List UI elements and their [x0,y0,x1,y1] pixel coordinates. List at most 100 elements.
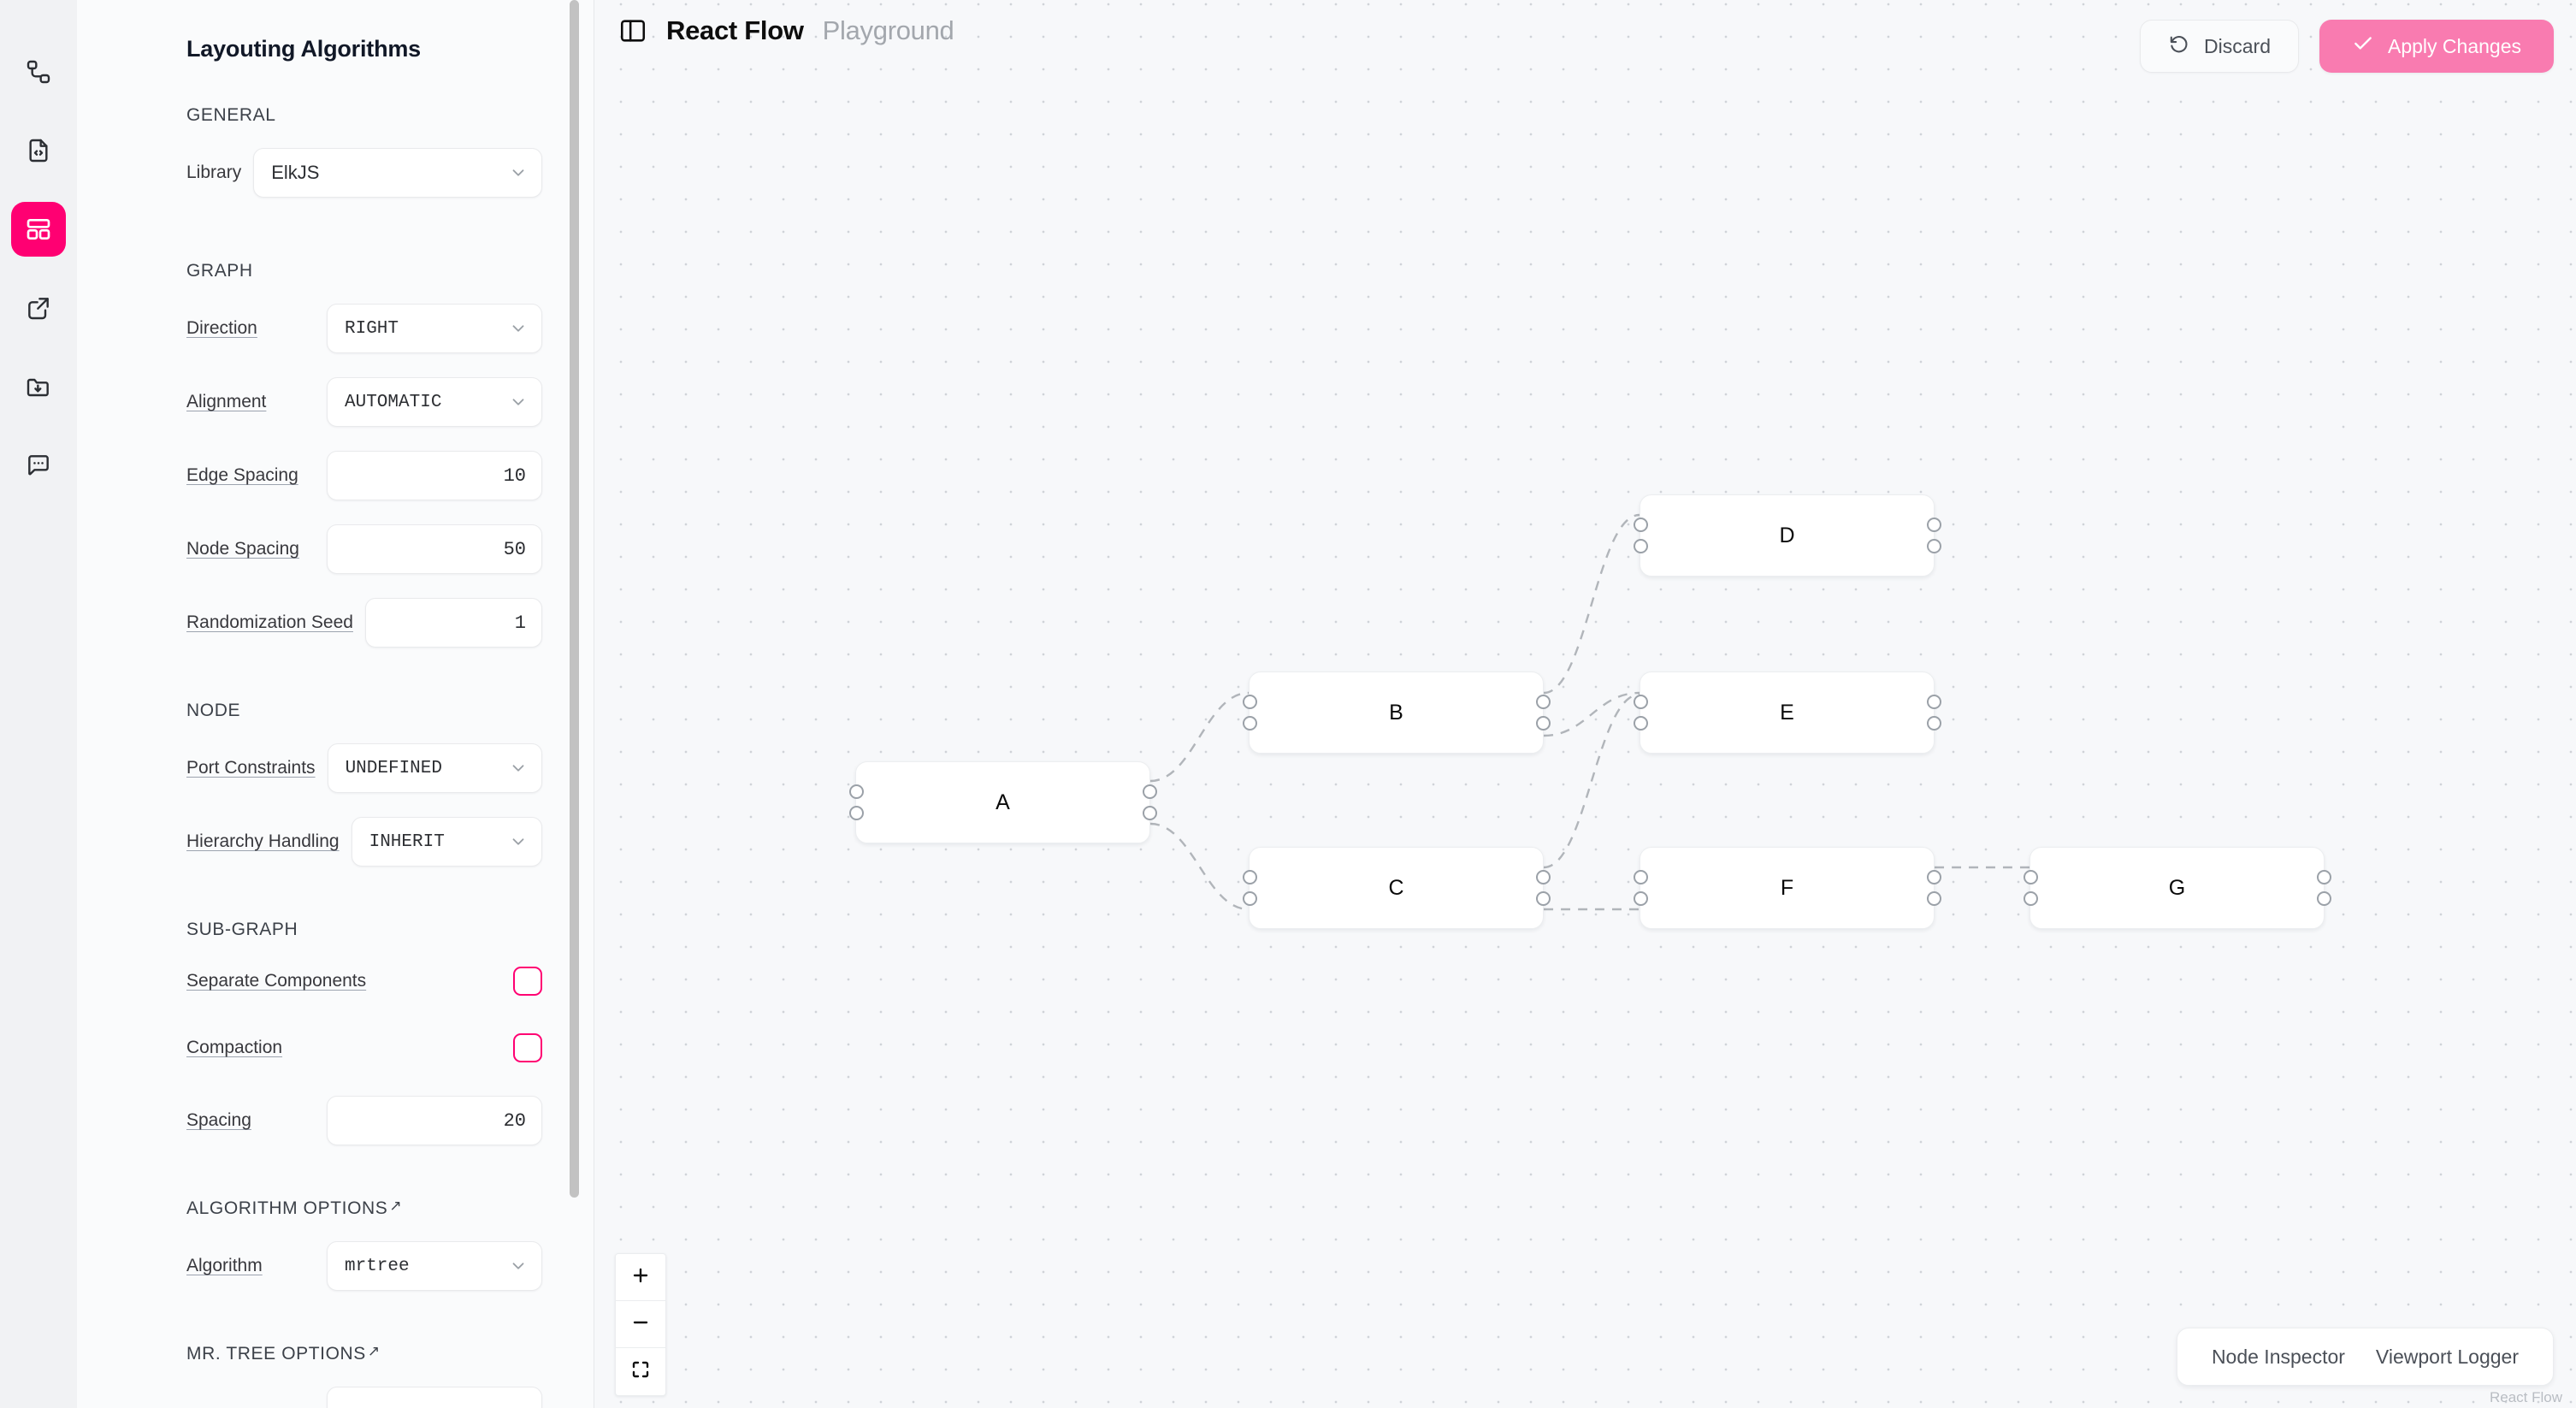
page-title: Layouting Algorithms [186,36,421,62]
handle-source-bottom[interactable] [1926,716,1941,731]
section-general: GENERAL [186,105,276,125]
separate-components-checkbox[interactable] [513,967,542,996]
section-algorithm-options[interactable]: ALGORITHM OPTIONS↗ [186,1198,542,1219]
handle-target-top[interactable] [1242,870,1257,884]
handle-source-top[interactable] [1926,695,1941,709]
field-library: Library ElkJS [186,148,542,198]
discard-label: Discard [2204,34,2271,57]
canvas-header-actions: Discard Apply Changes [2140,20,2554,73]
field-spacing: Spacing 20 [186,1096,542,1145]
devtools-panel: Node Inspector Viewport Logger [2176,1328,2554,1386]
minus-icon [630,1312,651,1337]
rail-item-code[interactable] [11,123,66,178]
zoom-in-button[interactable] [616,1254,665,1301]
field-library-label: Library [186,163,242,182]
handle-source-top[interactable] [1535,695,1551,709]
apply-changes-button[interactable]: Apply Changes [2319,20,2554,73]
random-seed-input[interactable]: 1 [364,598,542,648]
mr-tree-first-input[interactable] [327,1387,542,1408]
handle-target-bottom[interactable] [2023,891,2038,906]
edge-a-b [1149,691,1250,783]
spacing-input[interactable]: 20 [327,1096,542,1145]
graph-node-b[interactable]: B [1242,671,1551,754]
direction-select[interactable]: RIGHT [327,304,542,353]
handle-source-top[interactable] [1926,518,1941,532]
alignment-value: AUTOMATIC [345,392,442,412]
handle-target-top[interactable] [848,784,864,799]
handle-source-bottom[interactable] [1535,716,1551,731]
node-inspector-toggle[interactable]: Node Inspector [2211,1345,2345,1368]
edge-a-c [1149,822,1250,911]
handle-target-bottom[interactable] [1633,891,1648,906]
handle-source-top[interactable] [1926,870,1941,884]
graph-node-label: E [1780,700,1794,725]
hierarchy-handling-select[interactable]: INHERIT [351,817,542,867]
check-icon [2352,33,2374,60]
graph-node-label: C [1388,875,1404,900]
handle-target-top[interactable] [1633,870,1648,884]
handle-source-bottom[interactable] [2316,891,2331,906]
panel-left-icon[interactable] [618,16,647,45]
handle-target-bottom[interactable] [848,806,864,820]
handle-source-top[interactable] [2316,870,2331,884]
handle-target-bottom[interactable] [1242,716,1257,731]
graph-node-f[interactable]: F [1633,847,1941,929]
algorithm-select[interactable]: mrtree [327,1241,542,1291]
node-spacing-input[interactable]: 50 [327,524,542,574]
alignment-select[interactable]: AUTOMATIC [327,377,542,427]
edge-spacing-input[interactable]: 10 [327,451,542,500]
flow-nodes-icon [25,58,52,86]
rail-item-layout[interactable] [11,202,66,257]
react-flow-attribution[interactable]: React Flow [2489,1389,2562,1405]
graph-node-e[interactable]: E [1633,671,1941,754]
library-select[interactable]: ElkJS [253,148,542,198]
rail-item-feedback[interactable] [11,438,66,493]
graph-node-c[interactable]: C [1242,847,1551,929]
rail-item-download[interactable] [11,359,66,414]
section-mr-tree-options[interactable]: MR. TREE OPTIONS↗ [186,1343,542,1364]
handle-target-top[interactable] [2023,870,2038,884]
sidebar-scrollbar-thumb[interactable] [570,0,579,1198]
algorithm-value: mrtree [345,1256,410,1276]
hierarchy-handling-value: INHERIT [369,831,445,852]
handle-source-bottom[interactable] [1926,539,1941,553]
rail-item-open-external[interactable] [11,281,66,335]
handle-target-bottom[interactable] [1242,891,1257,906]
field-alignment: Alignment AUTOMATIC [186,377,542,427]
handle-target-bottom[interactable] [1633,539,1648,553]
field-port-constraints-label: Port Constraints [186,758,316,778]
viewport-logger-toggle[interactable]: Viewport Logger [2375,1345,2519,1368]
layout-panels-icon [25,216,52,243]
handle-target-top[interactable] [1633,695,1648,709]
handle-target-bottom[interactable] [1633,716,1648,731]
discard-button[interactable]: Discard [2140,20,2299,73]
rail-item-flow[interactable] [11,44,66,99]
handle-source-bottom[interactable] [1535,891,1551,906]
section-graph: GRAPH [186,261,253,281]
plus-icon [630,1265,651,1290]
sidebar-scrollbar[interactable] [570,0,579,1408]
app-subtitle: Playground [822,15,954,45]
graph-node-d[interactable]: D [1633,494,1941,577]
fit-view-button[interactable] [616,1348,665,1395]
handle-source-top[interactable] [1535,870,1551,884]
compaction-checkbox[interactable] [513,1033,542,1062]
field-alignment-label: Alignment [186,392,267,411]
graph-node-a[interactable]: A [848,761,1157,843]
field-node-spacing: Node Spacing 50 [186,524,542,574]
external-arrow-icon: ↗ [389,1198,403,1214]
handle-source-top[interactable] [1142,784,1157,799]
port-constraints-select[interactable]: UNDEFINED [327,743,542,793]
handle-source-bottom[interactable] [1926,891,1941,906]
handle-target-top[interactable] [1633,518,1648,532]
zoom-out-button[interactable] [616,1301,665,1348]
field-direction: Direction RIGHT [186,304,542,353]
graph-node-g[interactable]: G [2023,847,2331,929]
handle-source-bottom[interactable] [1142,806,1157,820]
handle-target-top[interactable] [1242,695,1257,709]
canvas-controls [615,1253,666,1396]
app-title: React Flow [666,15,804,45]
field-random-seed: Randomization Seed 1 [186,598,542,648]
